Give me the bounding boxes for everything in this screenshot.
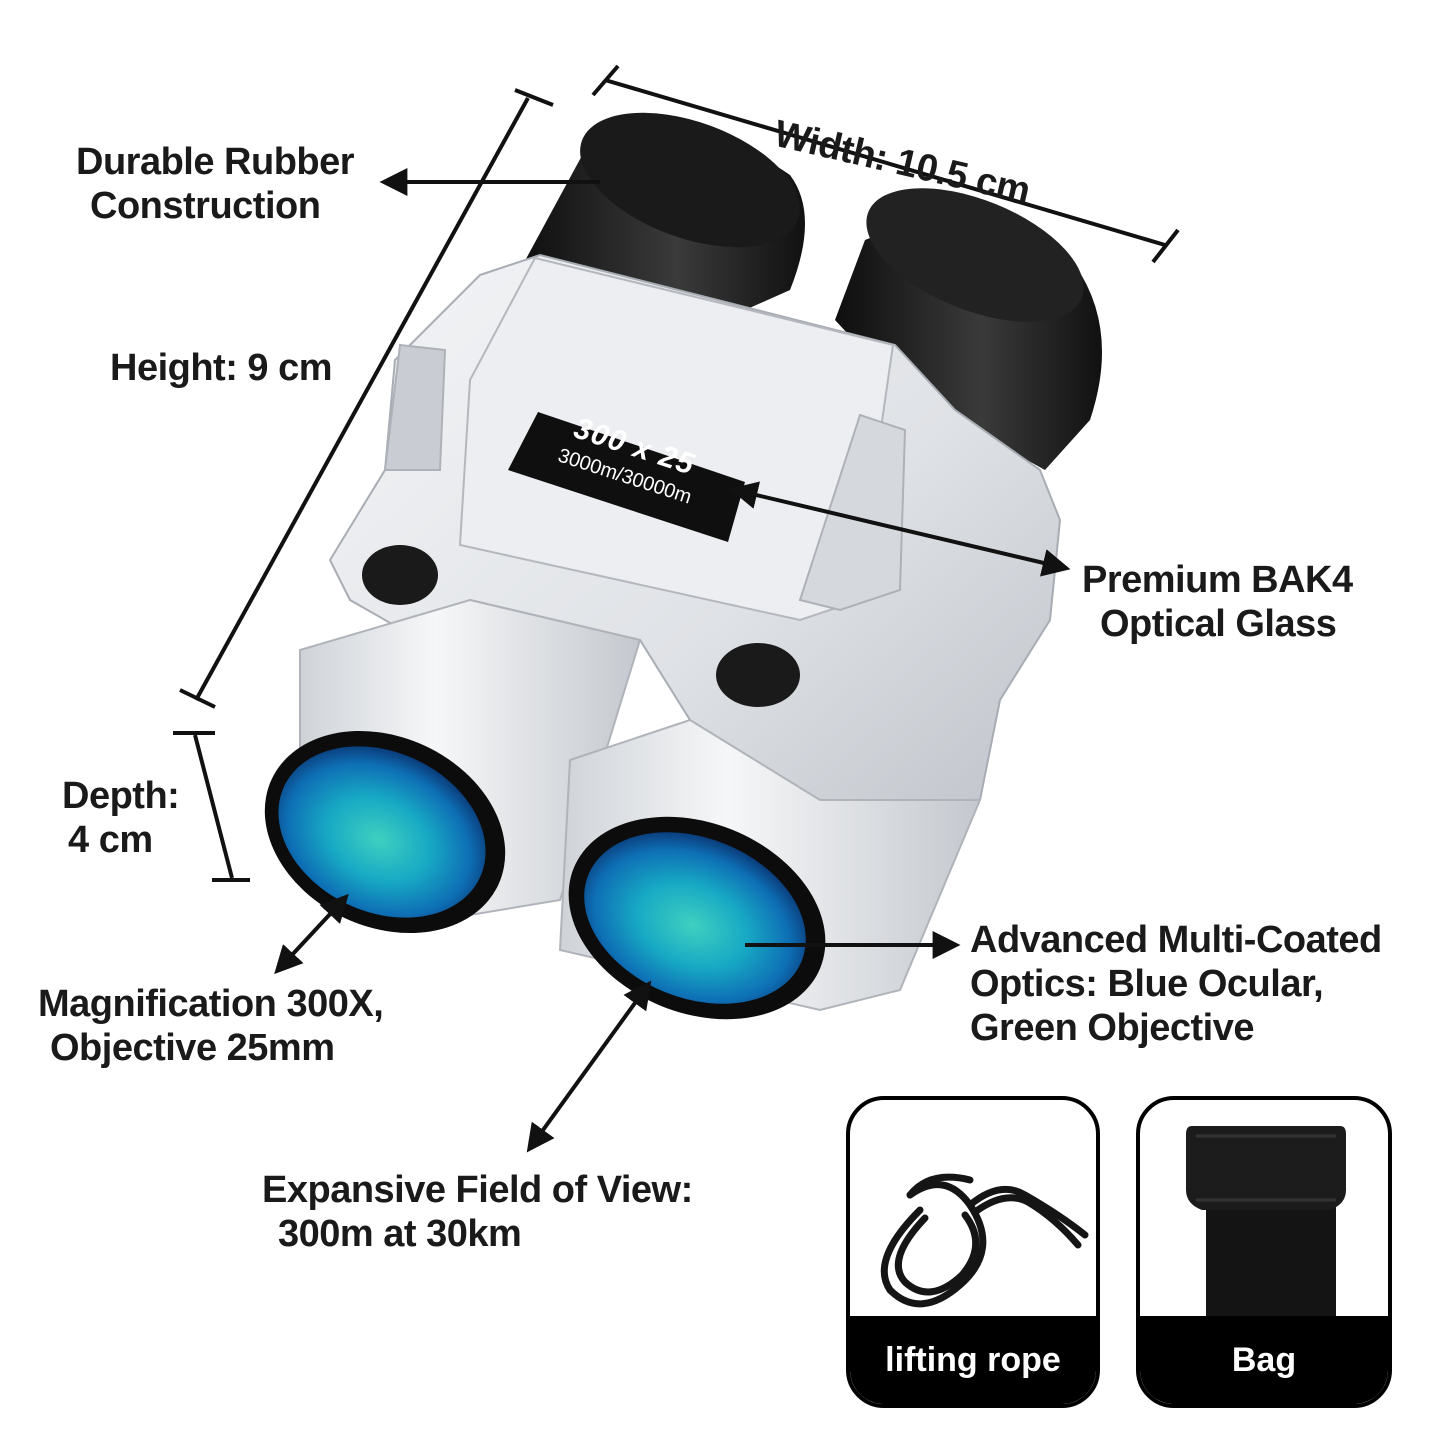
right-objective-tube bbox=[558, 718, 982, 1020]
accessory-card-rope: lifting rope bbox=[846, 1096, 1100, 1408]
coating-label: Advanced Multi-Coated Optics: Blue Ocula… bbox=[970, 919, 1382, 1049]
pouch-icon bbox=[1186, 1126, 1346, 1320]
width-dimension-line bbox=[591, 64, 1180, 264]
accessory-card-bag: Bag bbox=[1136, 1096, 1392, 1408]
accessory-caption: lifting rope bbox=[850, 1316, 1096, 1404]
depth-label: Depth: 4 cm bbox=[62, 775, 180, 861]
annotation-arrows bbox=[274, 168, 1071, 1153]
field-of-view-label: Expansive Field of View: 300m at 30km bbox=[262, 1169, 693, 1255]
magnification-arrow bbox=[274, 893, 349, 975]
accessory-caption: Bag bbox=[1140, 1316, 1388, 1404]
height-dimension-line bbox=[179, 88, 554, 709]
glass-arrow bbox=[729, 481, 1071, 577]
optical-glass-label: Premium BAK4 Optical Glass bbox=[1082, 559, 1353, 645]
left-objective-tube bbox=[264, 598, 642, 934]
lanyard-icon bbox=[880, 1173, 1089, 1308]
fov-arrow bbox=[526, 980, 652, 1153]
magnification-label: Magnification 300X, Objective 25mm bbox=[38, 983, 384, 1069]
height-label: Height: 9 cm bbox=[110, 347, 333, 389]
rubber-construction-label: Durable Rubber Construction bbox=[76, 141, 355, 227]
right-eyepiece bbox=[835, 188, 1102, 470]
depth-dimension-line bbox=[173, 731, 250, 882]
